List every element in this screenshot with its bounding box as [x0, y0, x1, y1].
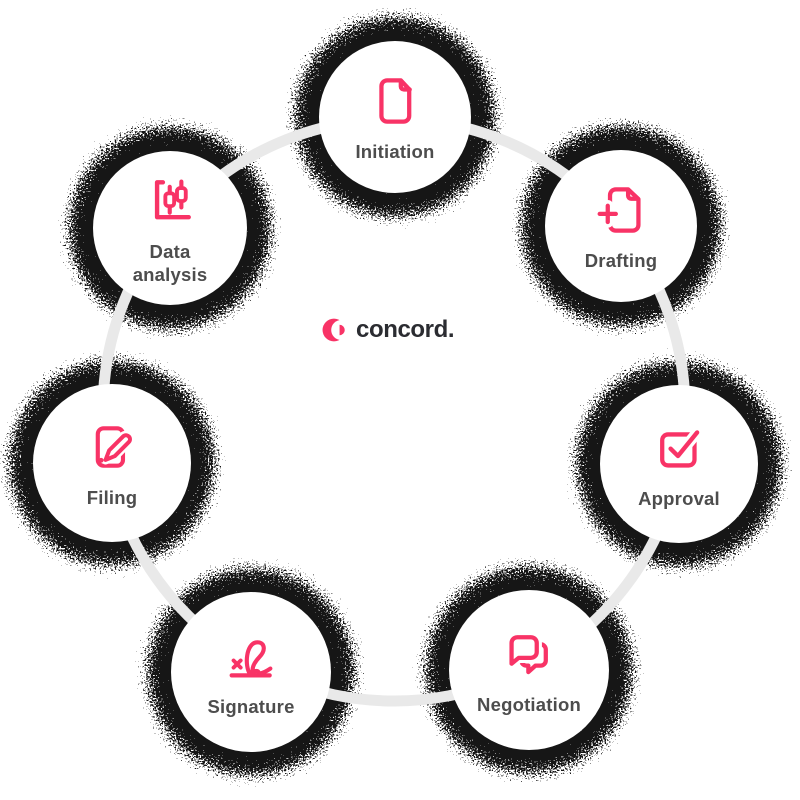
process-step-negotiation: Negotiation: [449, 590, 609, 750]
concord-logo: concord.: [322, 316, 455, 344]
process-step-label: Data analysis: [132, 240, 208, 285]
concord-mark-icon: [322, 318, 348, 342]
document-add-icon: [593, 187, 641, 234]
process-step-approval: Approval: [600, 385, 758, 543]
signature-icon: [229, 640, 273, 678]
process-step-label: Approval: [638, 488, 720, 510]
process-step-initiation: Initiation: [319, 41, 471, 193]
process-step-filing: Filing: [33, 384, 191, 542]
process-step-label: Drafting: [584, 250, 658, 272]
process-step-signature: Signature: [171, 592, 331, 752]
logo-wordmark: concord.: [356, 316, 455, 343]
chat-bubbles-icon: [506, 632, 548, 675]
process-step-drafting: Drafting: [545, 150, 697, 302]
document-icon: [379, 78, 412, 125]
process-step-label: Filing: [86, 487, 138, 509]
candlestick-chart-icon: [154, 179, 191, 220]
process-step-label: Signature: [207, 696, 295, 718]
process-step-label: Negotiation: [477, 694, 581, 716]
process-step-data-analysis: Data analysis: [93, 151, 247, 305]
check-square-icon: [660, 427, 703, 469]
process-step-label: Initiation: [355, 141, 435, 163]
document-edit-icon: [95, 426, 135, 469]
